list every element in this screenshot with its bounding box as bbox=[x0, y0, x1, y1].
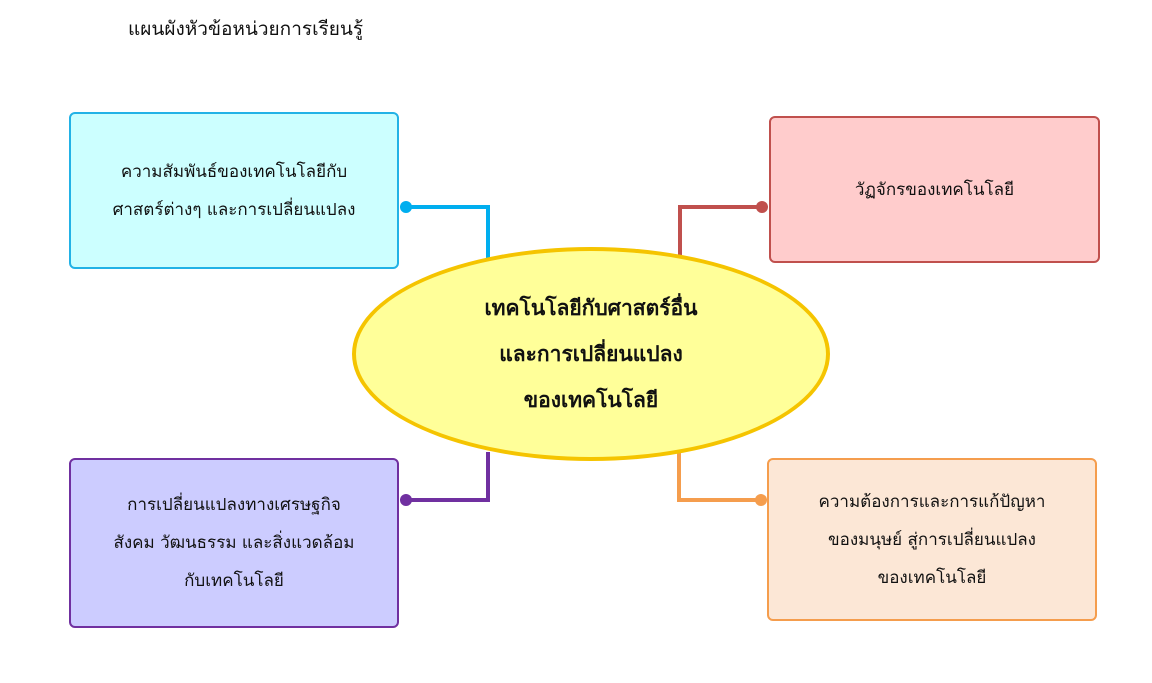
connector-top-left bbox=[406, 205, 490, 258]
topic-line: ความต้องการและการแก้ปัญหา bbox=[818, 491, 1046, 512]
connector-bottom-right bbox=[677, 452, 761, 502]
topic-box-top-right: วัฏจักรของเทคโนโลยี bbox=[769, 116, 1100, 263]
topic-line: ความสัมพันธ์ของเทคโนโลยีกับ bbox=[120, 161, 348, 182]
topic-box-top-left: ความสัมพันธ์ของเทคโนโลยีกับ ศาสตร์ต่างๆ … bbox=[69, 112, 399, 269]
central-topic-ellipse: เทคโนโลยีกับศาสตร์อื่น และการเปลี่ยนแปลง… bbox=[352, 247, 830, 461]
topic-line: การเปลี่ยนแปลงทางเศรษฐกิจ bbox=[127, 495, 341, 515]
topic-box-bottom-right: ความต้องการและการแก้ปัญหา ของมนุษย์ สู่ก… bbox=[767, 458, 1097, 621]
central-topic-line: และการเปลี่ยนแปลง bbox=[499, 342, 683, 366]
topic-line: ของเทคโนโลยี bbox=[877, 567, 987, 588]
connector-top-right bbox=[678, 205, 762, 256]
connector-dot-top-left bbox=[400, 201, 412, 213]
topic-line: ของมนุษย์ สู่การเปลี่ยนแปลง bbox=[828, 529, 1036, 550]
topic-line: วัฏจักรของเทคโนโลยี bbox=[854, 179, 1015, 200]
page-title: แผนผังหัวข้อหน่วยการเรียนรู้ bbox=[128, 18, 364, 40]
central-topic-line: เทคโนโลยีกับศาสตร์อื่น bbox=[484, 296, 698, 320]
connector-dot-top-right bbox=[756, 201, 768, 213]
topic-line: ศาสตร์ต่างๆ และการเปลี่ยนแปลง bbox=[112, 199, 356, 220]
connector-bottom-left bbox=[406, 452, 490, 502]
connector-dot-bottom-left bbox=[400, 494, 412, 506]
topic-line: สังคม วัฒนธรรม และสิ่งแวดล้อม bbox=[113, 533, 355, 553]
topic-box-bottom-left: การเปลี่ยนแปลงทางเศรษฐกิจ สังคม วัฒนธรรม… bbox=[69, 458, 399, 628]
central-topic-line: ของเทคโนโลยี bbox=[523, 388, 659, 412]
topic-line: กับเทคโนโลยี bbox=[184, 571, 284, 591]
connector-dot-bottom-right bbox=[755, 494, 767, 506]
